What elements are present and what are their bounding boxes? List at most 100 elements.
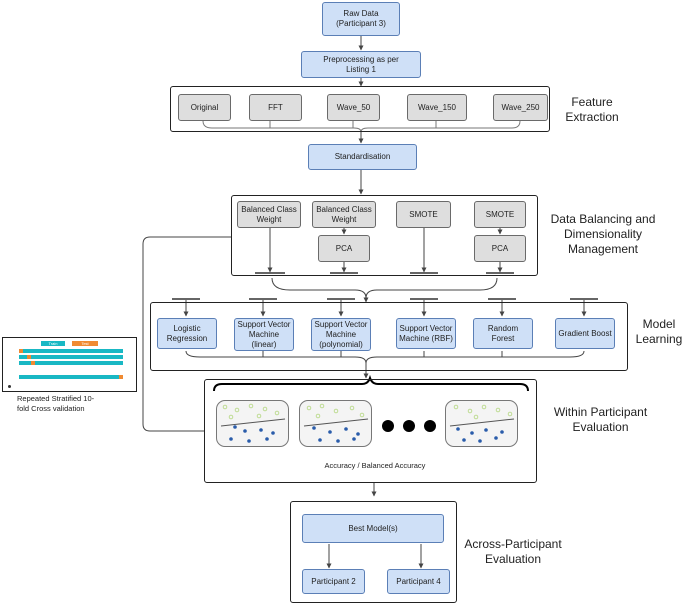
feature-wave50-label: Wave_50 — [336, 102, 371, 112]
raw-data-node: Raw Data (Participant 3) — [322, 2, 400, 36]
scatter-plot-1 — [216, 400, 289, 447]
scatter-point-green — [248, 403, 254, 409]
model-gradient-boost-label: Gradient Boost — [558, 328, 612, 338]
stage-label-feature-extraction: Feature Extraction — [565, 95, 619, 124]
scatter-point-green — [359, 412, 365, 418]
smote-label-1: SMOTE — [409, 209, 438, 219]
scatter-points — [303, 403, 369, 443]
scatter-point-blue — [456, 427, 460, 431]
balancing-group — [231, 195, 538, 276]
preprocessing-label: Preprocessing as per Listing 1 — [323, 54, 399, 74]
scatter-point-blue — [478, 439, 482, 443]
scatter-point-blue — [265, 437, 269, 441]
cv-fold-bar — [19, 375, 123, 379]
feature-fft-label: FFT — [268, 102, 283, 112]
model-svm-linear-label: Support Vector Machine (linear) — [237, 319, 291, 349]
pca-node-1: PCA — [318, 235, 370, 262]
smote-node-2: SMOTE — [474, 201, 526, 228]
raw-data-label: Raw Data (Participant 3) — [336, 9, 386, 28]
scatter-point-blue — [312, 426, 316, 430]
cv-train-tag: Train — [41, 341, 65, 346]
cv-fold-bar — [19, 361, 123, 365]
balanced-class-weight-node-2: Balanced Class Weight — [312, 201, 376, 228]
scatter-point-blue — [259, 428, 263, 432]
pca-label-2: PCA — [491, 243, 509, 253]
scatter-point-green — [453, 404, 459, 410]
model-svm-rbf-node: Support Vector Machine (RBF) — [396, 318, 456, 349]
model-svm-linear-node: Support Vector Machine (linear) — [234, 318, 294, 351]
model-svm-polynomial-label: Support Vector Machine (polynomial) — [314, 319, 368, 349]
model-svm-rbf-label: Support Vector Machine (RBF) — [399, 323, 453, 343]
ellipsis-dot — [403, 420, 415, 432]
cv-fold-bar — [19, 349, 123, 353]
smote-node-1: SMOTE — [396, 201, 451, 228]
scatter-point-green — [234, 407, 240, 413]
stage-label-across: Across-Participant Evaluation — [464, 537, 562, 566]
scatter-point-green — [274, 410, 280, 416]
scatter-plot-2 — [299, 400, 372, 447]
ellipsis-dot — [424, 420, 436, 432]
scatter-point-blue — [344, 427, 348, 431]
model-logistic-regression-label: Logistic Regression — [166, 323, 208, 343]
cv-thumbnail: Train Test — [2, 337, 137, 392]
model-random-forest-label: Random Forest — [487, 323, 519, 343]
decision-boundary-line — [220, 418, 286, 427]
scatter-plot-3 — [445, 400, 518, 447]
feature-original-node: Original — [178, 94, 231, 121]
model-logistic-regression-node: Logistic Regression — [157, 318, 217, 349]
stage-label-within: Within Participant Evaluation — [553, 405, 648, 434]
balanced-class-weight-node-1: Balanced Class Weight — [237, 201, 301, 228]
pca-node-2: PCA — [474, 235, 526, 262]
scatter-point-blue — [336, 439, 340, 443]
pca-label-1: PCA — [335, 243, 353, 253]
scatter-point-green — [306, 405, 312, 411]
feature-fft-node: FFT — [249, 94, 302, 121]
scatter-point-green — [481, 404, 487, 410]
scatter-point-blue — [233, 425, 237, 429]
decision-boundary-line — [449, 418, 515, 427]
scatter-point-blue — [247, 439, 251, 443]
feature-wave50-node: Wave_50 — [327, 94, 380, 121]
best-models-node: Best Model(s) — [302, 514, 444, 543]
best-models-label: Best Model(s) — [348, 523, 398, 533]
balanced-class-weight-label-1: Balanced Class Weight — [241, 204, 297, 224]
scatter-point-green — [507, 411, 513, 417]
scatter-point-green — [256, 413, 262, 419]
scatter-point-blue — [494, 436, 498, 440]
preprocessing-node: Preprocessing as per Listing 1 — [301, 51, 421, 78]
stage-label-balancing: Data Balancing and Dimensionality Manage… — [550, 212, 656, 256]
scatter-points — [449, 404, 515, 443]
scatter-point-green — [349, 405, 355, 411]
scatter-point-blue — [243, 429, 247, 433]
model-svm-polynomial-node: Support Vector Machine (polynomial) — [311, 318, 371, 351]
across-evaluation-group — [290, 501, 457, 603]
scatter-point-green — [222, 404, 228, 410]
cv-test-tag: Test — [72, 341, 98, 346]
model-gradient-boost-node: Gradient Boost — [555, 318, 615, 349]
scatter-point-green — [333, 408, 339, 414]
participant-2-node: Participant 2 — [302, 569, 365, 594]
model-learning-group — [150, 302, 628, 371]
feature-wave150-label: Wave_150 — [418, 102, 456, 112]
scatter-point-blue — [356, 432, 360, 436]
smote-label-2: SMOTE — [485, 209, 515, 219]
cv-label: Repeated Stratified 10- fold Cross valid… — [17, 394, 95, 413]
participant-2-label: Participant 2 — [311, 576, 356, 586]
feature-original-label: Original — [190, 102, 219, 112]
feature-extraction-group — [170, 86, 550, 132]
scatter-point-green — [262, 406, 268, 412]
model-random-forest-node: Random Forest — [473, 318, 533, 349]
scatter-point-blue — [484, 428, 488, 432]
standardisation-label: Standardisation — [334, 152, 391, 161]
cv-fold-bar — [19, 355, 123, 359]
scatter-point-green — [467, 408, 473, 414]
evaluation-metric-label: Accuracy / Balanced Accuracy — [324, 461, 426, 470]
scatter-points — [220, 403, 286, 443]
balanced-class-weight-label-2: Balanced Class Weight — [316, 204, 372, 224]
participant-4-node: Participant 4 — [387, 569, 450, 594]
feature-wave250-label: Wave_250 — [501, 102, 540, 112]
scatter-point-blue — [328, 430, 332, 434]
scatter-point-blue — [271, 431, 275, 435]
